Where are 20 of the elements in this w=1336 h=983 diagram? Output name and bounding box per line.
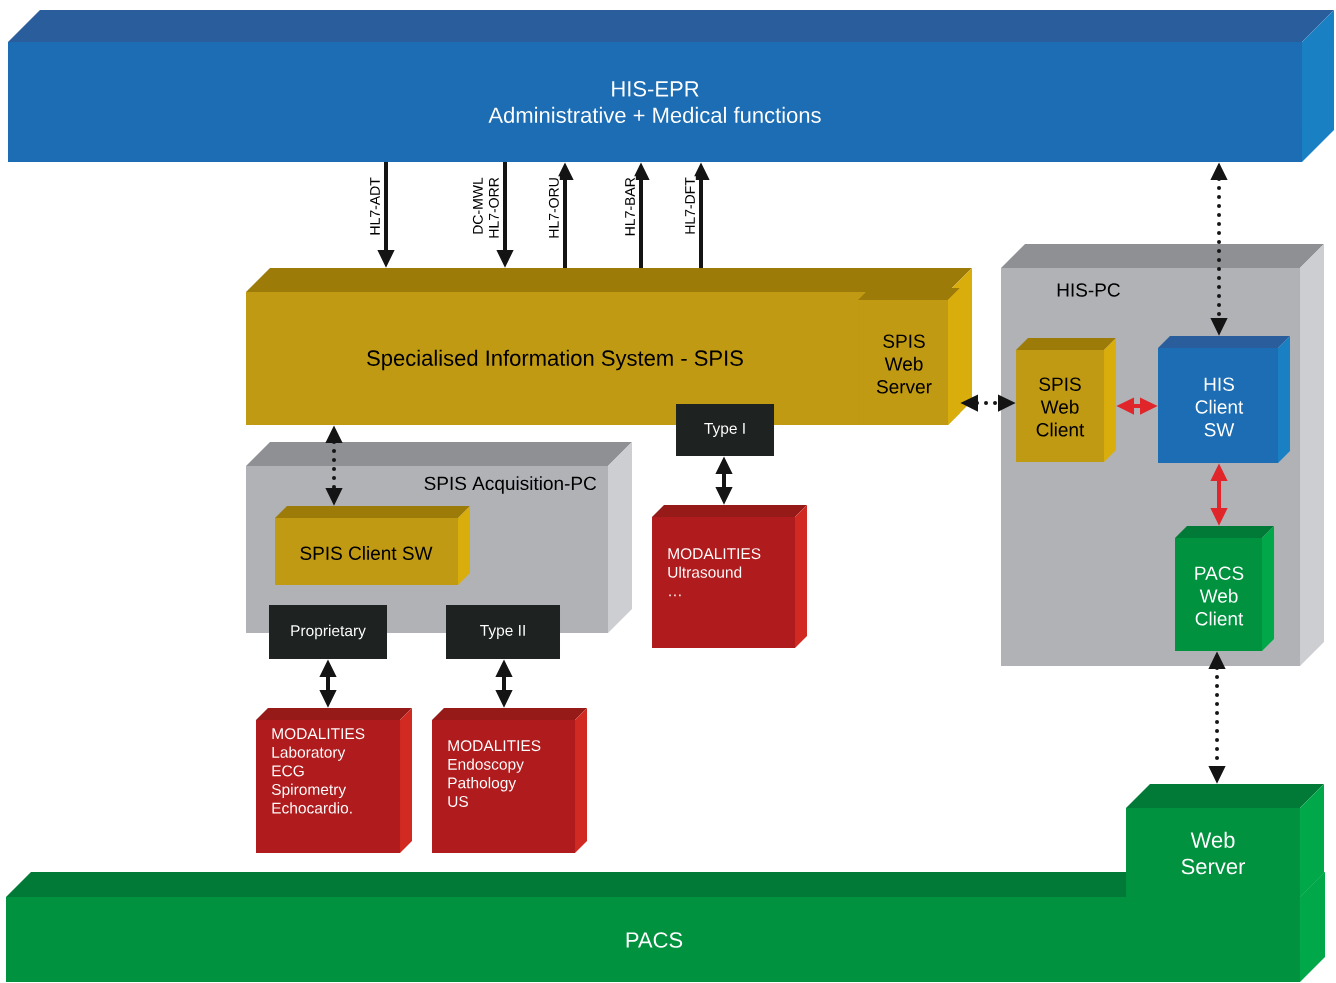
modality-box: MODALITIES Ultrasound … <box>652 505 807 648</box>
edge-label: HL7-ORU <box>547 176 560 241</box>
interface-label-box: Type II <box>446 605 560 659</box>
software-box: PACS Web Client <box>1175 526 1274 651</box>
modality-box: MODALITIES Laboratory ECG Spirometry Echocardio. <box>256 708 412 853</box>
edge-label: HL7-ADT <box>369 176 381 241</box>
server-box: Web Server <box>1126 784 1324 897</box>
server-box: SPIS Web Server <box>858 288 960 425</box>
interface-label-box: Type I <box>676 404 774 456</box>
modality-box: MODALITIES Endoscopy Pathology US <box>432 708 587 853</box>
software-box: SPIS Client SW <box>275 506 470 585</box>
edge-label: DC-MWL HL7-ORR <box>471 176 500 241</box>
software-box: SPIS Web Client <box>1016 338 1116 462</box>
edge-label: HL7-DFT <box>684 176 696 241</box>
system-block: HIS-EPR Administrative + Medical functions <box>8 10 1334 162</box>
node-label: SPIS Web Server <box>876 334 932 394</box>
software-box: HIS Client SW <box>1158 336 1290 463</box>
node-label: Web Server <box>1181 831 1246 875</box>
edge-label: HL7-BAR <box>624 176 636 241</box>
interface-label-box: Proprietary <box>269 605 387 659</box>
